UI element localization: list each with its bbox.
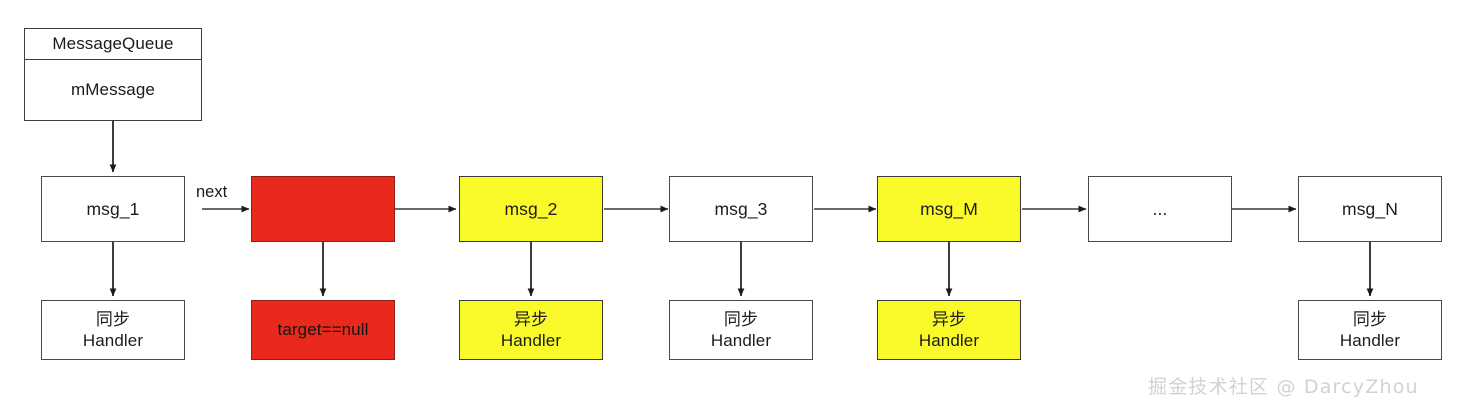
- edge-label-next: next: [196, 183, 228, 201]
- handler-label-cn: 同步: [95, 309, 131, 329]
- message-node-msg-1[interactable]: msg_1: [41, 176, 185, 242]
- message-node-msg-m[interactable]: msg_M: [877, 176, 1021, 242]
- message-node-barrier[interactable]: [251, 176, 395, 242]
- messagequeue-field-mmessage: mMessage: [71, 80, 155, 99]
- handler-label-cn: 异步: [513, 309, 549, 329]
- handler-node-msg-2[interactable]: 异步 Handler: [459, 300, 603, 360]
- message-node-label: msg_2: [504, 198, 558, 219]
- handler-node-msg-1[interactable]: 同步 Handler: [41, 300, 185, 360]
- watermark-text: 掘金技术社区 @ DarcyZhou: [1148, 376, 1419, 398]
- message-node-msg-2[interactable]: msg_2: [459, 176, 603, 242]
- message-node-label: msg_3: [714, 198, 768, 219]
- handler-node-msg-n[interactable]: 同步 Handler: [1298, 300, 1442, 360]
- message-node-label: msg_N: [1342, 198, 1398, 219]
- message-node-msg-3[interactable]: msg_3: [669, 176, 813, 242]
- handler-label-en: Handler: [82, 331, 144, 350]
- messagequeue-class-box: MessageQueue mMessage: [24, 28, 202, 121]
- messagequeue-class-name: MessageQueue: [25, 29, 201, 60]
- message-node-label: ...: [1152, 198, 1168, 219]
- handler-label-cn: 同步: [723, 309, 759, 329]
- handler-label-en: Handler: [710, 331, 772, 350]
- message-node-ellipsis[interactable]: ...: [1088, 176, 1232, 242]
- handler-label-cn: 异步: [931, 309, 967, 329]
- handler-label-en: Handler: [918, 331, 980, 350]
- handler-label-en: Handler: [1339, 331, 1401, 350]
- handler-label-en: Handler: [500, 331, 562, 350]
- handler-node-barrier-target-null[interactable]: target==null: [251, 300, 395, 360]
- handler-label-cn: 同步: [1352, 309, 1388, 329]
- message-node-label: msg_1: [86, 198, 140, 219]
- message-node-label: msg_M: [920, 198, 978, 219]
- handler-node-msg-m[interactable]: 异步 Handler: [877, 300, 1021, 360]
- message-node-msg-n[interactable]: msg_N: [1298, 176, 1442, 242]
- handler-node-msg-3[interactable]: 同步 Handler: [669, 300, 813, 360]
- handler-label-en: target==null: [277, 320, 369, 340]
